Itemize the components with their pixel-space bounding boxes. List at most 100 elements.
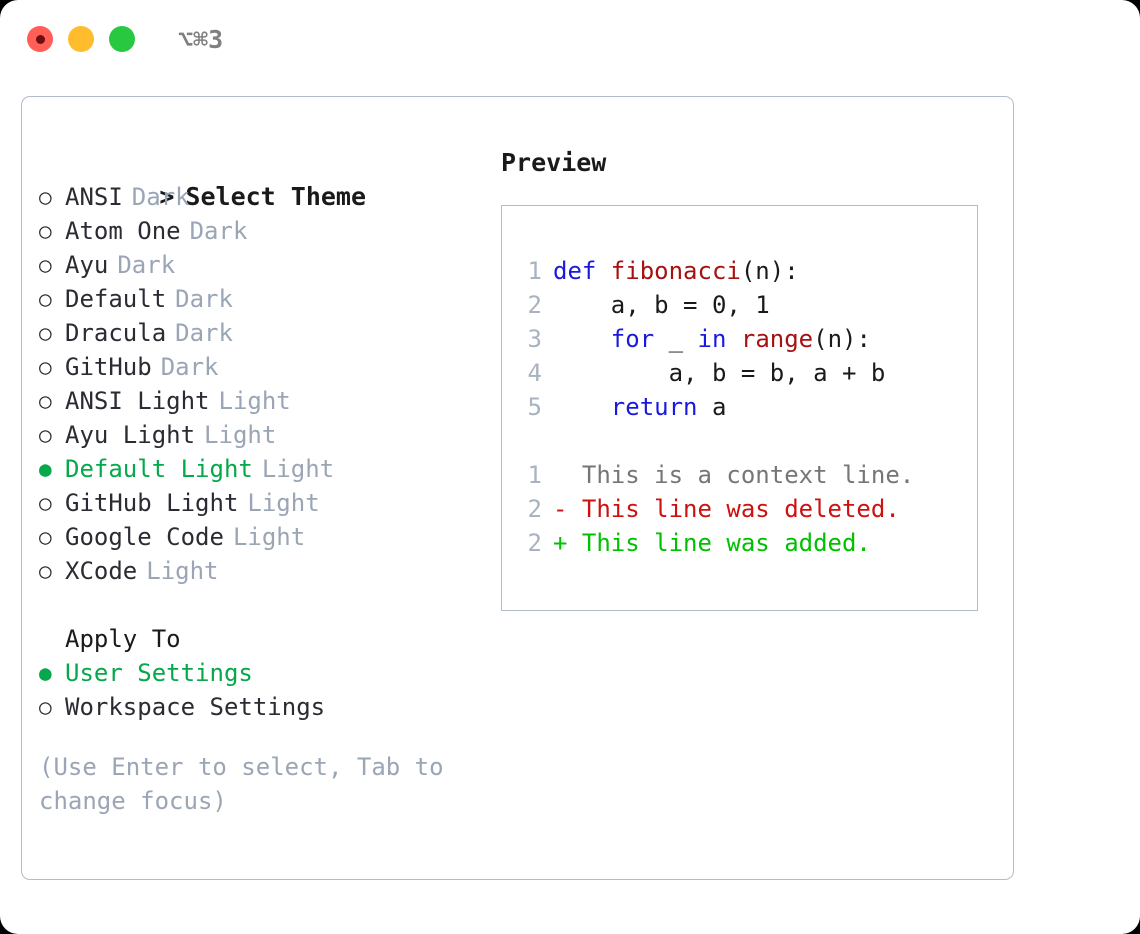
apply-to-heading: Apply To bbox=[65, 625, 181, 653]
diff-text-ctx: This is a context line. bbox=[553, 461, 915, 489]
theme-name: GitHub bbox=[65, 353, 152, 381]
apply-to-list: ● User Settings ○Workspace Settings bbox=[39, 656, 479, 724]
radio-unselected-icon: ○ bbox=[39, 185, 52, 209]
code-text: a, b = 0, 1 bbox=[553, 288, 770, 322]
apply-to-item[interactable]: ● User Settings bbox=[39, 656, 479, 690]
code-token-txt bbox=[553, 393, 611, 421]
theme-variant-tag: Light bbox=[204, 421, 277, 449]
code-line: 5 return a bbox=[520, 390, 977, 424]
theme-variant-tag: Light bbox=[218, 387, 291, 415]
line-number: 4 bbox=[527, 359, 542, 387]
code-line: 4 a, b = b, a + b bbox=[520, 356, 977, 390]
line-number: 2 bbox=[527, 495, 542, 523]
theme-variant-tag: Dark bbox=[175, 319, 233, 347]
radio-unselected-icon: ○ bbox=[39, 321, 52, 345]
code-token-kw: for bbox=[610, 325, 655, 353]
code-token-txt bbox=[726, 325, 740, 353]
theme-list-item[interactable]: ○ Ayu Light Light bbox=[39, 418, 479, 452]
theme-name: Atom One bbox=[65, 217, 181, 245]
theme-variant-tag: Light bbox=[232, 523, 306, 551]
radio-selected-icon: ● bbox=[39, 457, 52, 481]
code-text: return a bbox=[553, 390, 727, 424]
caret-icon: > bbox=[159, 182, 175, 211]
titlebar: ⌥⌘3 bbox=[0, 0, 1140, 78]
preview-heading: Preview bbox=[501, 148, 607, 177]
theme-variant-tag: Light bbox=[261, 455, 335, 483]
code-line: 2 a, b = 0, 1 bbox=[520, 288, 977, 322]
theme-variant-tag: Dark bbox=[131, 183, 190, 211]
keyboard-hint: (Use Enter to select, Tab to change focu… bbox=[39, 753, 444, 815]
code-line: 1 def fibonacci(n): bbox=[520, 254, 977, 288]
diff-text-del: - This line was deleted. bbox=[553, 495, 900, 523]
theme-name: ANSI bbox=[65, 183, 123, 211]
theme-list-item[interactable]: ○ Dracula Dark bbox=[39, 316, 479, 350]
radio-unselected-icon: ○ bbox=[39, 219, 52, 243]
theme-variant-tag: Dark bbox=[160, 353, 219, 381]
radio-unselected-icon: ○ bbox=[39, 559, 52, 583]
select-theme-heading-label: Select Theme bbox=[185, 182, 367, 211]
code-token-kw: in bbox=[697, 325, 727, 353]
theme-name: Ayu Light bbox=[65, 421, 196, 449]
close-button[interactable] bbox=[27, 26, 53, 52]
radio-unselected-icon: ○ bbox=[39, 355, 52, 379]
line-number: 1 bbox=[527, 257, 542, 285]
keyboard-shortcut-label: ⌥⌘3 bbox=[178, 24, 224, 54]
radio-unselected-icon: ○ bbox=[39, 287, 52, 311]
theme-list-item[interactable]: ○ GitHub Dark bbox=[39, 350, 479, 384]
theme-variant-tag: Dark bbox=[189, 217, 248, 245]
theme-name: Google Code bbox=[65, 523, 224, 551]
theme-list-item[interactable]: ○ Default Dark bbox=[39, 282, 479, 316]
code-token-fn: fibonacci bbox=[610, 257, 741, 285]
theme-name: Dracula bbox=[65, 319, 167, 347]
theme-name: GitHub Light bbox=[65, 489, 239, 517]
code-text: def fibonacci(n): bbox=[553, 254, 799, 288]
radio-unselected-icon: ○ bbox=[39, 491, 52, 515]
theme-list-item[interactable]: ○ ANSI Dark bbox=[39, 180, 479, 214]
diff-sample: 1 This is a context line. 2 - This line wa… bbox=[520, 458, 977, 560]
minimize-button[interactable] bbox=[68, 26, 94, 52]
theme-list-item[interactable]: ● Default Light Light bbox=[39, 452, 479, 486]
diff-line: 1 This is a context line. bbox=[520, 458, 977, 492]
code-token-txt: a bbox=[697, 393, 727, 421]
theme-variant-tag: Light bbox=[146, 557, 219, 585]
radio-unselected-icon: ○ bbox=[39, 253, 52, 277]
theme-name: Default Light bbox=[65, 455, 253, 483]
apply-to-item[interactable]: ○Workspace Settings bbox=[39, 690, 479, 724]
diff-line: 2 - This line was deleted. bbox=[520, 492, 977, 526]
code-token-txt: _ bbox=[654, 325, 698, 353]
maximize-button[interactable] bbox=[109, 26, 135, 52]
code-line: 3 for _ in range(n): bbox=[520, 322, 977, 356]
code-token-kw: return bbox=[610, 393, 698, 421]
code-token-txt: (n): bbox=[740, 257, 799, 285]
theme-list-item[interactable]: ○ XCode Light bbox=[39, 554, 479, 588]
theme-variant-tag: Dark bbox=[175, 285, 233, 313]
theme-variant-tag: Light bbox=[247, 489, 320, 517]
theme-list-item[interactable]: ○ GitHub Light Light bbox=[39, 486, 479, 520]
radio-unselected-icon: ○ bbox=[39, 423, 52, 447]
code-token-txt: a, b = 0, 1 bbox=[553, 291, 770, 319]
theme-name: Default bbox=[65, 285, 167, 313]
line-number: 3 bbox=[527, 325, 542, 353]
apply-to-label: User Settings bbox=[65, 659, 253, 687]
code-token-txt: (n): bbox=[813, 325, 871, 353]
diff-line: 2+ This line was added. bbox=[520, 526, 977, 560]
theme-name: ANSI Light bbox=[65, 387, 210, 415]
theme-name: XCode bbox=[65, 557, 138, 585]
theme-list-item[interactable]: ○ ANSI Light Light bbox=[39, 384, 479, 418]
diff-text-add: + This line was added. bbox=[553, 529, 871, 557]
radio-selected-icon: ● bbox=[39, 661, 52, 685]
select-theme-heading: > Select Theme bbox=[39, 146, 479, 211]
radio-unselected-icon: ○ bbox=[39, 389, 52, 413]
code-token-fn: range bbox=[740, 325, 814, 353]
radio-unselected-icon: ○ bbox=[39, 695, 52, 719]
theme-list-item[interactable]: ○ Atom One Dark bbox=[39, 214, 479, 248]
line-number: 1 bbox=[527, 461, 542, 489]
